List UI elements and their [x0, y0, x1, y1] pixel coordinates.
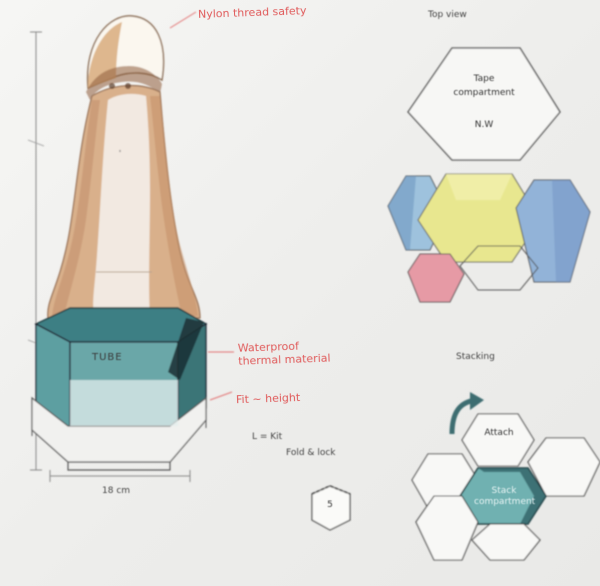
size-annotation: Fit ~ height	[236, 391, 306, 406]
bottle-brand-label: TUBE	[92, 352, 123, 363]
stacking-center-label: Stack compartment	[474, 486, 534, 508]
top-view-title: Top view	[428, 10, 568, 21]
stacking-cell-label: Attach	[474, 428, 524, 439]
label-annotation: L = Kit	[252, 432, 312, 443]
stacking-title: Stacking	[456, 352, 546, 363]
bottle-sketch	[28, 12, 234, 482]
base-width-dimension: 18 cm	[102, 486, 162, 497]
small-hex-number: 5	[322, 500, 338, 511]
top-view-hex-line1: Tape	[444, 74, 524, 85]
top-view-hex-group	[388, 48, 590, 302]
top-view-hex-line2: compartment	[444, 88, 524, 99]
kit-annotation: Fold & lock	[286, 448, 366, 459]
top-view-hex-line3: N.W	[444, 120, 524, 131]
base-material-annotation: Waterproof thermal material	[238, 338, 339, 367]
stacking-hex-group	[412, 392, 600, 560]
